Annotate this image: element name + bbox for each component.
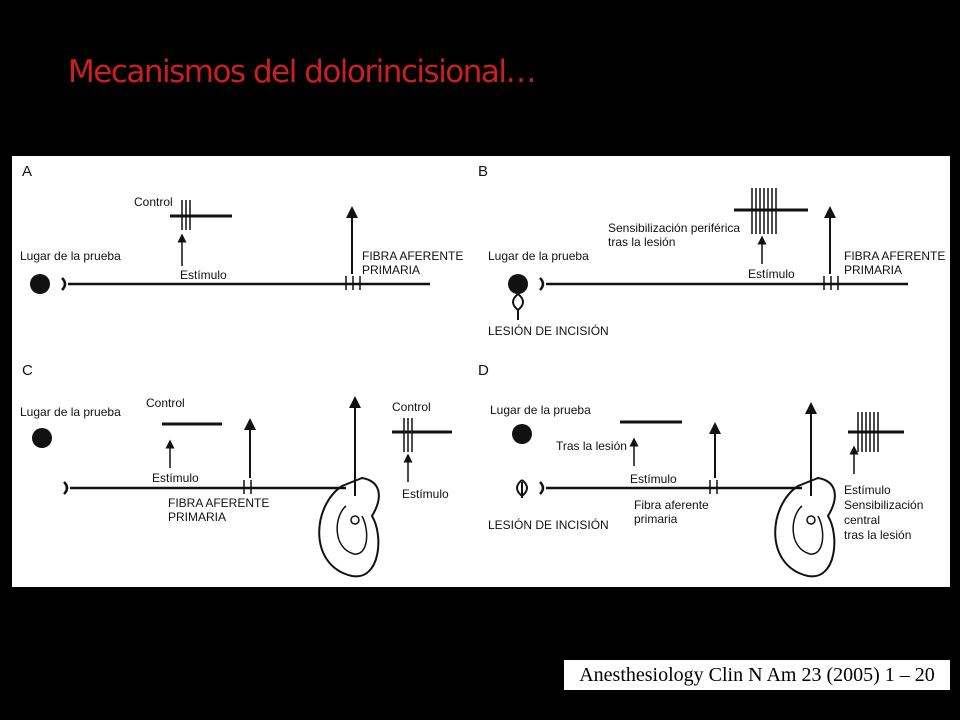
panel-d-lesion-label: LESIÓN DE INCISIÓN <box>488 517 609 532</box>
panel-d-letter: D <box>478 362 489 379</box>
panel-b: B Lugar de la prueba Sensibilización per… <box>478 163 945 338</box>
panel-d-sens-label-1: Sensibilización <box>844 498 923 512</box>
panel-b-fiber-notch <box>823 276 839 290</box>
panel-d-stimulus-right-label: Estímulo <box>844 483 891 497</box>
panel-b-fiber-label-1: FIBRA AFERENTE <box>844 249 945 263</box>
panel-c-letter: C <box>22 362 33 379</box>
figure-drawing: A Lugar de la prueba Control Estímulo FI… <box>20 163 945 578</box>
panel-b-stimulus-label: Estímulo <box>748 267 795 281</box>
slide-title: Mecanismos del dolorincisional… <box>68 54 537 90</box>
panel-a-test-site <box>30 274 50 294</box>
panel-d-fiber-end <box>539 481 545 495</box>
panel-b-sens-label-2: tras la lesión <box>608 235 675 249</box>
panel-d-fiber-notch <box>709 480 718 494</box>
panel-c-control-right-spikes <box>403 418 413 452</box>
panel-d-sens-label-2: central <box>844 513 880 527</box>
panel-a: A Lugar de la prueba Control Estímulo FI… <box>20 163 463 294</box>
panel-a-control-spikes <box>181 200 191 230</box>
panel-c-spinal-cord <box>318 476 380 578</box>
panel-c-site-label: Lugar de la prueba <box>20 405 121 419</box>
citation: Anesthesiology Clin N Am 23 (2005) 1 – 2… <box>564 660 950 690</box>
panel-c-control-right-label: Control <box>392 400 431 414</box>
panel-b-fiber-end <box>539 277 545 291</box>
pain-mechanism-figure: A Lugar de la prueba Control Estímulo FI… <box>12 156 950 587</box>
panel-a-letter: A <box>22 163 32 180</box>
panel-c-fiber-label-1: FIBRA AFERENTE <box>168 496 269 510</box>
panel-c-stimulus-right-label: Estímulo <box>402 487 449 501</box>
panel-c-fiber-notch <box>243 480 252 494</box>
panel-d-sens-label-3: tras la lesión <box>844 528 911 542</box>
panel-a-fiber-notch <box>345 276 361 290</box>
panel-d-after-injury-label: Tras la lesión <box>556 439 627 453</box>
panel-b-incision-lesion <box>512 293 524 320</box>
panel-d-spinal-cord <box>774 476 836 578</box>
panel-c-stimulus-left-label: Estímulo <box>152 471 199 485</box>
panel-d-dorsal-horn <box>792 505 824 555</box>
panel-a-site-label: Lugar de la prueba <box>20 249 121 263</box>
panel-c-fiber-label-2: PRIMARIA <box>168 510 226 524</box>
panel-c-neuron <box>350 515 360 525</box>
panel-b-sensitized-spikes <box>751 188 777 234</box>
panel-b-lesion-label: LESIÓN DE INCISIÓN <box>488 323 609 338</box>
panel-d-stimulus-left-label: Estímulo <box>630 472 677 486</box>
panel-c-control-left-label: Control <box>146 396 185 410</box>
panel-a-stimulus-label: Estímulo <box>180 268 227 282</box>
panel-d-neuron <box>806 515 816 525</box>
panel-d-fiber-label-2: primaria <box>634 512 678 526</box>
panel-d-site-label: Lugar de la prueba <box>490 403 591 417</box>
panel-b-test-site <box>508 274 528 294</box>
panel-d-test-site <box>512 424 532 444</box>
panel-d: D Lugar de la prueba Tras la lesión Estí… <box>478 362 923 578</box>
panel-b-letter: B <box>478 163 488 180</box>
panel-a-fiber-label-2: PRIMARIA <box>362 263 420 277</box>
panel-b-fiber-label-2: PRIMARIA <box>844 263 902 277</box>
panel-b-site-label: Lugar de la prueba <box>488 249 589 263</box>
panel-c-dorsal-horn <box>336 505 368 555</box>
panel-d-fiber-label-1: Fibra aferente <box>634 498 709 512</box>
panel-a-fiber-label-1: FIBRA AFERENTE <box>362 249 463 263</box>
panel-d-incision-lesion <box>516 479 528 498</box>
panel-d-central-spikes <box>857 412 879 452</box>
panel-a-fiber-end <box>61 277 67 291</box>
panel-c: C Lugar de la prueba Control Estímulo FI… <box>20 362 452 578</box>
panel-c-fiber-end <box>63 481 69 495</box>
panel-a-control-label: Control <box>134 195 173 209</box>
panel-c-test-site <box>32 428 52 448</box>
panel-b-sens-label-1: Sensibilización periférica <box>608 221 740 235</box>
